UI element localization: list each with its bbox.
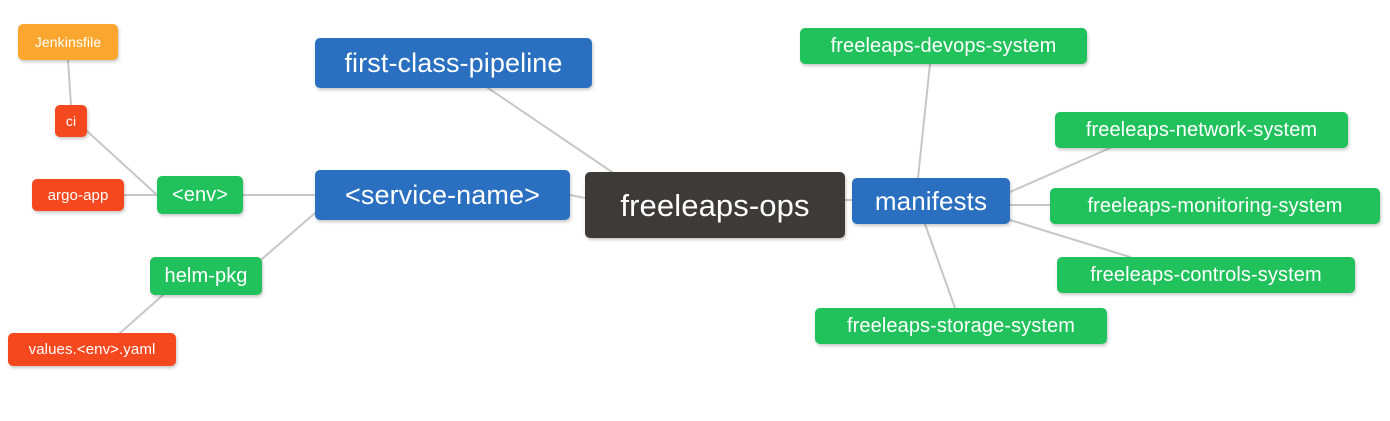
node-label: values.<env>.yaml — [28, 341, 156, 358]
edge-service-name-to-freeleaps-ops — [569, 194, 586, 199]
node-freeleaps-devops-system[interactable]: freeleaps-devops-system — [800, 28, 1087, 64]
node-freeleaps-monitoring-system[interactable]: freeleaps-monitoring-system — [1050, 188, 1380, 224]
node-ci[interactable]: ci — [55, 105, 87, 137]
node-freeleaps-network-system[interactable]: freeleaps-network-system — [1055, 112, 1348, 148]
edge-manifests-to-freeleaps-storage-system — [924, 223, 956, 309]
node-freeleaps-storage-system[interactable]: freeleaps-storage-system — [815, 308, 1107, 344]
node-manifests[interactable]: manifests — [852, 178, 1010, 224]
node-label: Jenkinsfile — [34, 34, 102, 50]
node-env[interactable]: <env> — [157, 176, 243, 214]
node-label: freeleaps-storage-system — [846, 315, 1076, 337]
edge-manifests-to-freeleaps-network-system — [1009, 147, 1111, 193]
node-label: freeleaps-devops-system — [830, 35, 1057, 57]
node-label: ci — [65, 113, 77, 129]
edge-service-name-to-helm-pkg — [261, 212, 316, 260]
node-label: freeleaps-ops — [620, 187, 810, 223]
edge-manifests-to-freeleaps-controls-system — [1009, 219, 1131, 258]
edge-helm-pkg-to-values-yaml — [119, 294, 164, 334]
edge-jenkinsfile-to-ci — [67, 59, 72, 106]
edge-first-class-pipeline-to-freeleaps-ops — [487, 87, 613, 173]
node-freeleaps-controls-system[interactable]: freeleaps-controls-system — [1057, 257, 1355, 293]
node-label: manifests — [874, 186, 988, 216]
node-service-name[interactable]: <service-name> — [315, 170, 570, 220]
node-values-yaml[interactable]: values.<env>.yaml — [8, 333, 176, 366]
node-label: first-class-pipeline — [344, 47, 563, 78]
node-first-class-pipeline[interactable]: first-class-pipeline — [315, 38, 592, 88]
node-jenkinsfile[interactable]: Jenkinsfile — [18, 24, 118, 60]
node-label: <env> — [171, 184, 229, 206]
node-helm-pkg[interactable]: helm-pkg — [150, 257, 262, 295]
node-label: freeleaps-controls-system — [1090, 264, 1322, 286]
node-label: <service-name> — [345, 179, 540, 210]
node-label: argo-app — [47, 186, 109, 204]
node-label: freeleaps-network-system — [1085, 119, 1318, 141]
node-argo-app[interactable]: argo-app — [32, 179, 124, 211]
node-label: helm-pkg — [164, 265, 248, 287]
edge-manifests-to-freeleaps-devops-system — [917, 63, 931, 179]
node-freeleaps-ops[interactable]: freeleaps-ops — [585, 172, 845, 238]
node-label: freeleaps-monitoring-system — [1087, 195, 1343, 217]
